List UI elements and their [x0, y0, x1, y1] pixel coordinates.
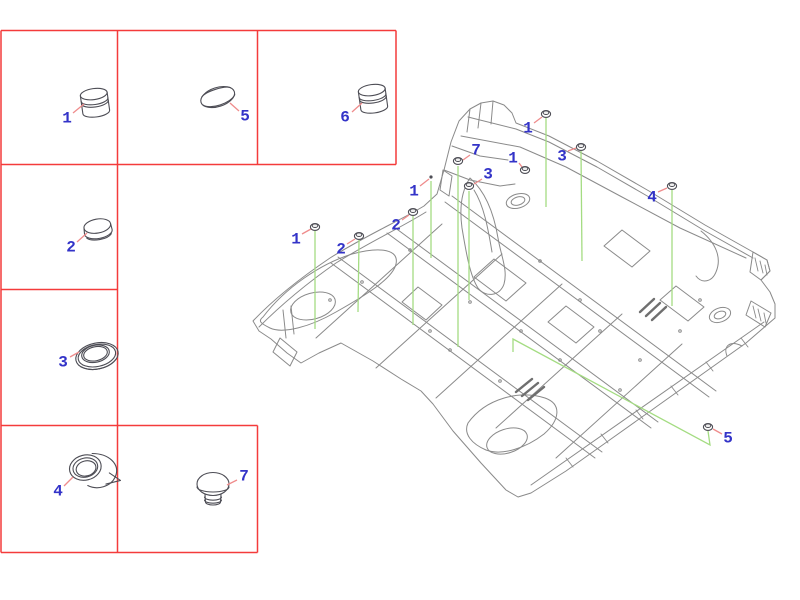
part-leader-line [229, 102, 240, 112]
callout-leader-line [401, 214, 410, 221]
plug-location-marker [575, 143, 587, 151]
parts-grid-cell-7[interactable] [117, 425, 257, 552]
plug-location-marker [407, 208, 419, 216]
parts-grid-lines [0, 29, 397, 554]
callout-leader-line [419, 178, 430, 187]
callout-target-line [357, 239, 360, 313]
part-2-plug-glyph [83, 218, 113, 241]
part-leader-line [351, 102, 363, 113]
part-leader-line [69, 351, 80, 358]
part-5-plug-glyph [200, 85, 236, 109]
callout-leader-line [346, 238, 356, 245]
callout-target-line [512, 337, 711, 447]
plug-location-marker [519, 166, 531, 174]
part-4-plug-glyph [68, 452, 122, 489]
callout-number-1[interactable]: 1 [523, 119, 533, 138]
parts-grid-cell-1[interactable] [1, 30, 117, 164]
callout-leader-line [567, 147, 577, 152]
callout-number-1[interactable]: 1 [508, 149, 518, 168]
parts-grid-cell-5[interactable] [117, 30, 257, 164]
plug-location-marker [353, 232, 365, 240]
part-leader-line [63, 476, 74, 487]
callout-number-5[interactable]: 5 [723, 429, 733, 448]
callout-target-line [580, 150, 583, 262]
part-leader-line [76, 232, 88, 243]
plug-location-marker [452, 157, 464, 165]
callout-number-4[interactable]: 4 [647, 188, 657, 207]
part-6-plug-glyph [357, 83, 389, 114]
part-number-5[interactable]: 5 [240, 107, 250, 126]
callout-number-2[interactable]: 2 [391, 216, 401, 235]
part-number-7[interactable]: 7 [239, 467, 249, 486]
part-leader-line [72, 103, 85, 114]
floor-holes [328, 248, 702, 392]
callout-number-2[interactable]: 2 [336, 240, 346, 259]
part-number-2[interactable]: 2 [66, 238, 76, 257]
part-leader-line [226, 479, 238, 486]
part-number-6[interactable]: 6 [340, 108, 350, 127]
parts-grid-cell-6[interactable] [257, 30, 396, 164]
plug-location-marker [702, 423, 714, 431]
plug-location-marker [666, 182, 678, 190]
callout-leader-line [518, 162, 523, 168]
parts-grid-cell-4[interactable] [1, 425, 117, 552]
parts-grid-cell-2[interactable] [1, 164, 117, 289]
callout-leader-line [657, 187, 668, 193]
part-number-1[interactable]: 1 [62, 109, 72, 128]
part-3-plug-glyph [75, 341, 119, 371]
callout-number-7[interactable]: 7 [471, 141, 481, 160]
callout-number-3[interactable]: 3 [483, 165, 493, 184]
parts-grid-cell-3[interactable] [1, 289, 117, 425]
part-number-3[interactable]: 3 [58, 353, 68, 372]
callout-leader-line [462, 154, 471, 161]
plug-location-marker [463, 182, 475, 190]
callout-leader-line [533, 116, 543, 124]
part-number-4[interactable]: 4 [53, 482, 63, 501]
plug-location-marker [309, 223, 321, 231]
callout-leader-line [301, 228, 312, 235]
callout-number-3[interactable]: 3 [557, 147, 567, 166]
callout-leader-line [473, 178, 483, 185]
callout-number-1[interactable]: 1 [409, 182, 419, 201]
callout-leader-line [712, 428, 723, 435]
floor-pan-drawing [252, 100, 776, 498]
plug-location-marker [540, 110, 552, 118]
plug-location-marker [429, 175, 433, 179]
callout-number-1[interactable]: 1 [291, 230, 301, 249]
